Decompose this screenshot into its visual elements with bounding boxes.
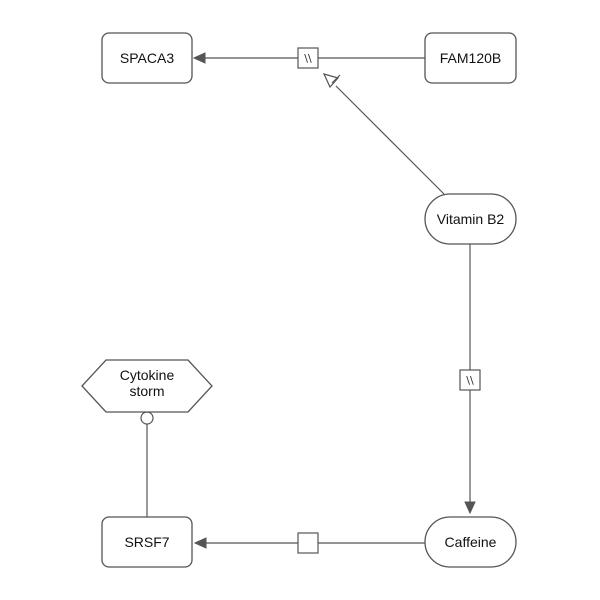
node-cytokine-storm-label-line1: Cytokine: [120, 367, 175, 383]
process-node-caffeine-srsf7[interactable]: [297, 532, 319, 554]
node-fam120b[interactable]: FAM120B: [424, 32, 517, 84]
node-vitamin-b2-label: Vitamin B2: [437, 211, 505, 227]
omitted-process-box: [459, 369, 481, 391]
omitted-process-box: [297, 47, 319, 69]
production-arrowhead-caffeine: [464, 501, 476, 515]
node-fam120b-shape: [424, 32, 517, 84]
node-cytokine-storm-shape: [81, 359, 213, 413]
node-srsf7-shape: [101, 516, 193, 568]
edge-vitamin-b2-stimulation: [322, 73, 445, 195]
node-spaca3-shape: [101, 32, 193, 84]
node-srsf7[interactable]: SRSF7: [101, 516, 193, 568]
node-spaca3[interactable]: SPACA3: [101, 32, 193, 84]
production-arrowhead-srsf7: [193, 537, 207, 549]
node-spaca3-label: SPACA3: [120, 50, 174, 66]
edge-caffeine-to-srsf7: [193, 537, 425, 549]
edge-srsf7-modulation: [140, 411, 154, 517]
stimulation-arrowhead: [322, 73, 340, 89]
omitted-process-mark: \\: [304, 52, 312, 65]
node-cytokine-storm-label-line2: storm: [130, 383, 165, 399]
node-caffeine-shape: [424, 516, 517, 568]
node-caffeine-label: Caffeine: [445, 534, 497, 550]
process-node-vitamin-b2-caffeine[interactable]: \\: [459, 369, 481, 391]
node-fam120b-label: FAM120B: [440, 50, 501, 66]
edge-line-stimulation: [335, 85, 445, 195]
process-box: [297, 532, 319, 554]
node-vitamin-b2-shape: [424, 193, 517, 245]
omitted-process-mark: \\: [466, 374, 474, 387]
stimulation-bar: [331, 74, 341, 84]
node-srsf7-label: SRSF7: [124, 534, 169, 550]
node-caffeine[interactable]: Caffeine: [424, 516, 517, 568]
edge-fam120b-to-spaca3: [192, 52, 425, 64]
modulation-circle-head: [140, 411, 154, 425]
process-node-fam120b-spaca3[interactable]: \\: [297, 47, 319, 69]
production-arrowhead-spaca3: [192, 52, 206, 64]
node-vitamin-b2[interactable]: Vitamin B2: [424, 193, 517, 245]
node-cytokine-storm[interactable]: Cytokine storm: [81, 359, 213, 413]
edge-vitamin-b2-to-caffeine: [464, 244, 476, 515]
